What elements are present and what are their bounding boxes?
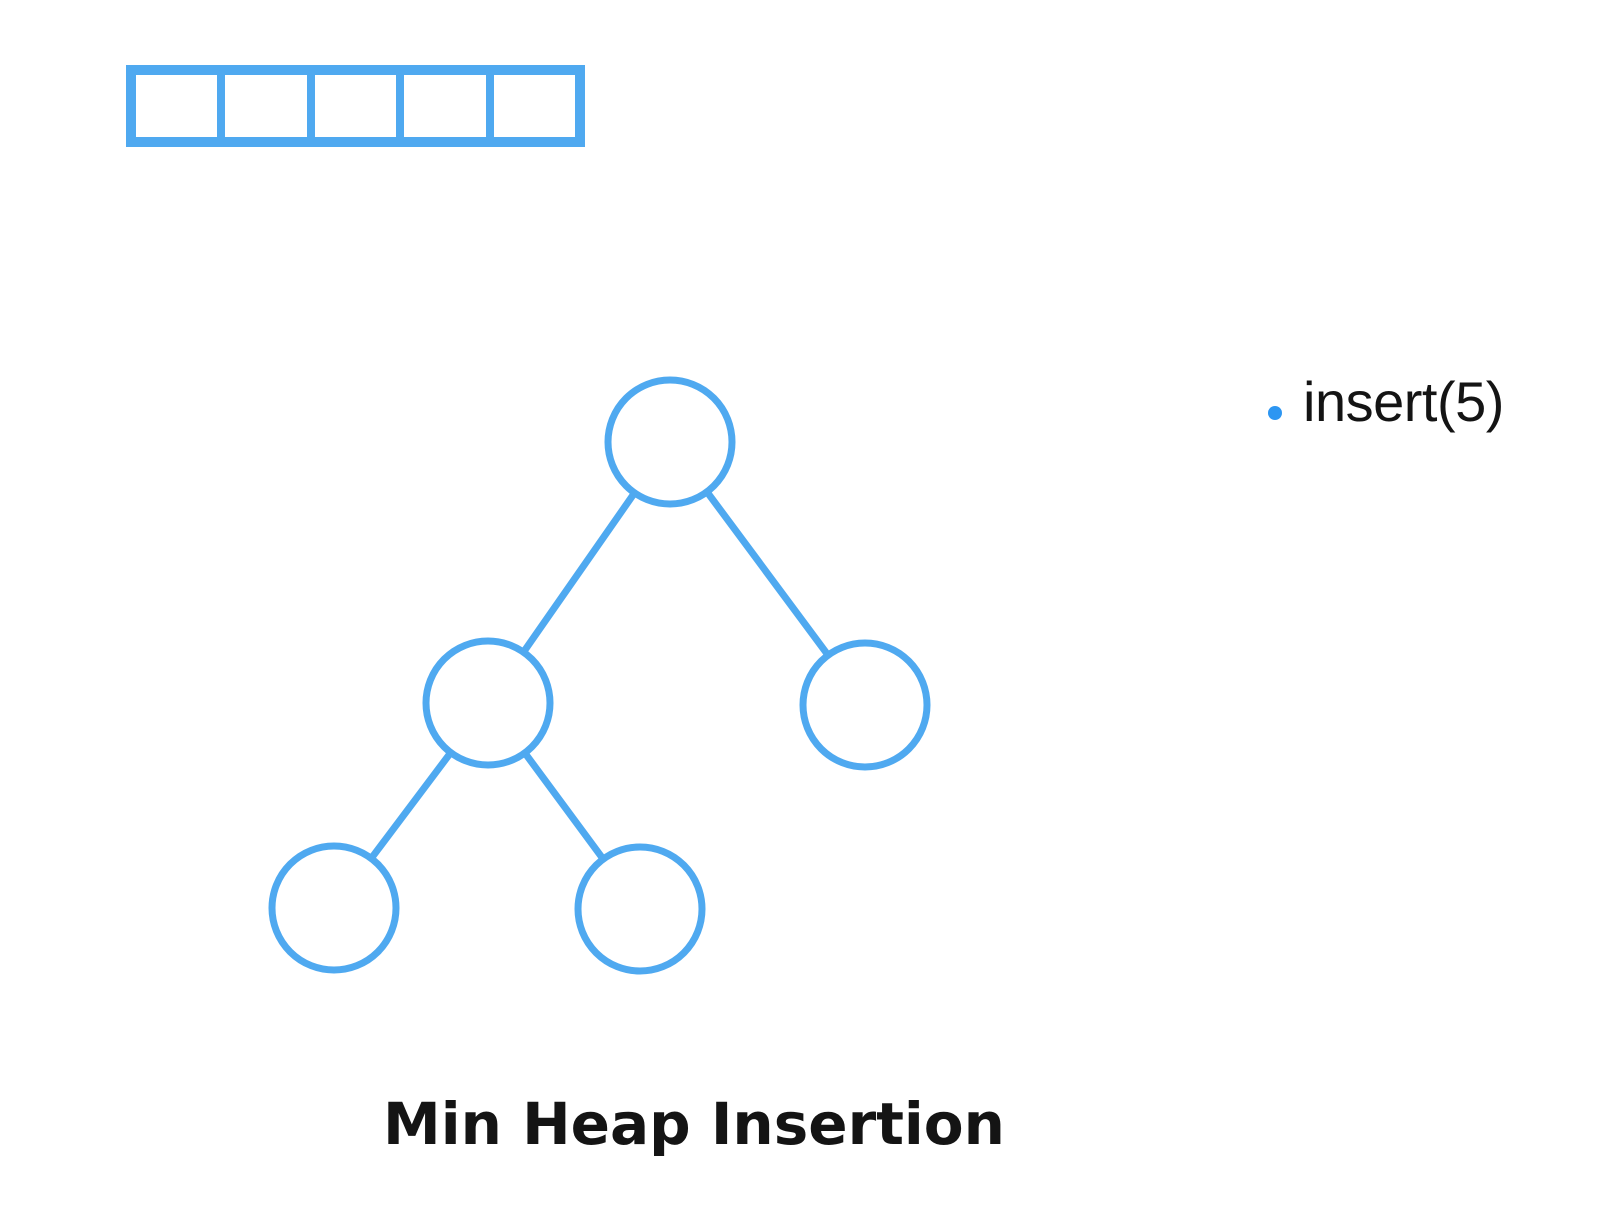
page-title: Min Heap Insertion	[383, 1090, 1005, 1158]
heap-array	[126, 65, 585, 147]
tree-node-left-left-child	[268, 842, 400, 974]
bullet-dot-icon	[1268, 406, 1282, 420]
array-cell	[136, 75, 218, 137]
array-cell	[404, 75, 486, 137]
array-cell	[314, 75, 397, 137]
tree-node-right-child	[799, 639, 931, 771]
array-cell	[225, 75, 307, 137]
tree-node-root	[604, 376, 736, 508]
insert-annotation: insert(5)	[1303, 370, 1504, 433]
tree-node-left-child	[422, 637, 554, 769]
tree-node-left-right-child	[574, 843, 706, 975]
array-cell	[493, 75, 576, 137]
